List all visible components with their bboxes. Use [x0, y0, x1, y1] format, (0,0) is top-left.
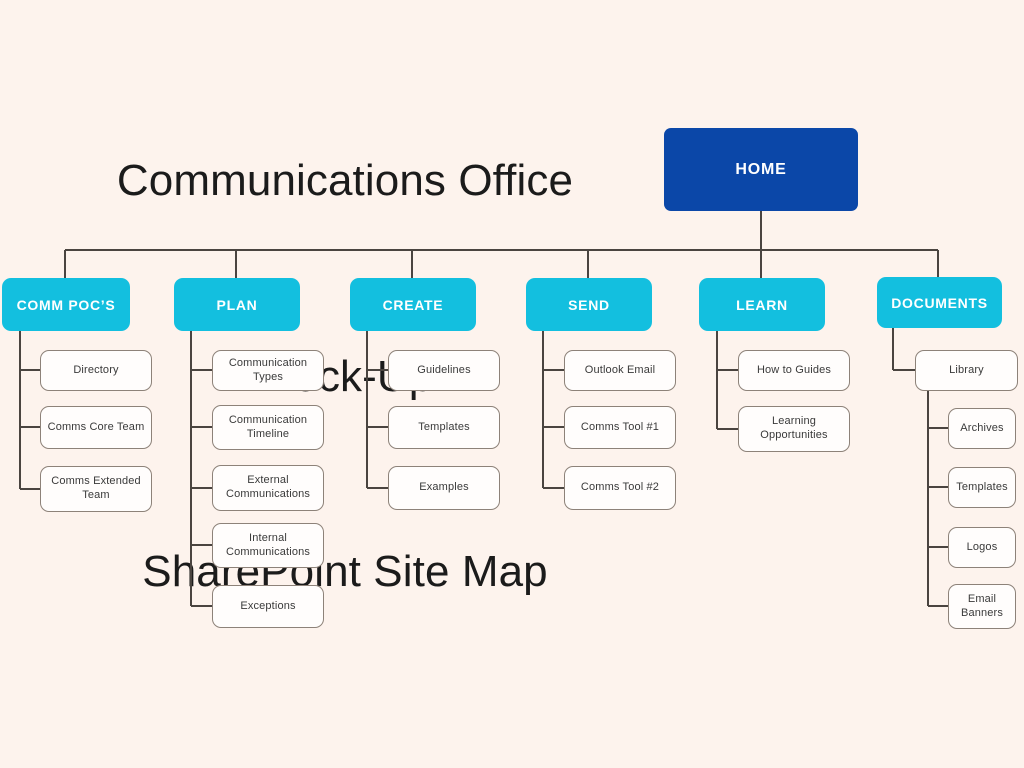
label-line-1: Communication: [228, 413, 308, 426]
node-create-label: CREATE: [382, 296, 444, 313]
node-guidelines-label: Guidelines: [417, 363, 471, 376]
node-communication-types-label: Communication Types: [228, 356, 308, 383]
node-guidelines[interactable]: Guidelines: [388, 350, 500, 391]
label-line-1: Learning: [771, 415, 816, 428]
node-templates-library[interactable]: Templates: [948, 467, 1016, 508]
label-line-1: Email: [967, 592, 997, 605]
label-line-2: Timeline: [246, 427, 290, 440]
node-comms-tool-1[interactable]: Comms Tool #1: [564, 406, 676, 449]
node-external-communications[interactable]: External Communications: [212, 465, 324, 511]
node-email-banners-label: Email Banners: [961, 593, 1003, 621]
node-home-label: HOME: [735, 160, 787, 178]
node-exceptions[interactable]: Exceptions: [212, 585, 324, 628]
label-line-2: Banners: [960, 606, 1004, 619]
node-examples[interactable]: Examples: [388, 466, 500, 510]
node-communication-types[interactable]: Communication Types: [212, 350, 324, 391]
node-examples-label: Examples: [419, 481, 469, 494]
node-create[interactable]: CREATE: [350, 278, 476, 331]
node-comms-extended-team-label: Comms Extended Team: [51, 475, 141, 503]
node-comms-extended-team[interactable]: Comms Extended Team: [40, 466, 152, 512]
node-directory-label: Directory: [73, 363, 119, 376]
label-line-1: External: [247, 474, 289, 487]
node-plan[interactable]: PLAN: [174, 278, 300, 331]
label-line-2: Communications: [225, 545, 311, 558]
node-archives[interactable]: Archives: [948, 408, 1016, 449]
label-line-1: Internal: [249, 531, 287, 544]
node-comms-core-team[interactable]: Comms Core Team: [40, 406, 152, 449]
node-archives-label: Archives: [960, 421, 1004, 434]
node-home[interactable]: HOME: [664, 128, 858, 211]
node-templates-create[interactable]: Templates: [388, 406, 500, 449]
node-communication-timeline[interactable]: Communication Timeline: [212, 405, 324, 450]
node-internal-communications[interactable]: Internal Communications: [212, 523, 324, 568]
node-library-label: Library: [949, 363, 984, 376]
node-comms-tool-2-label: Comms Tool #2: [580, 481, 660, 494]
node-how-to-guides[interactable]: How to Guides: [738, 350, 850, 391]
node-internal-communications-label: Internal Communications: [226, 532, 310, 560]
node-communication-timeline-label: Communication Timeline: [229, 414, 307, 442]
node-send-label: SEND: [568, 296, 610, 313]
node-learn-label: LEARN: [736, 296, 788, 313]
node-comms-core-team-label: Comms Core Team: [47, 420, 145, 433]
node-outlook-email[interactable]: Outlook Email: [564, 350, 676, 391]
label-line-2: Team: [82, 489, 110, 501]
node-logos[interactable]: Logos: [948, 527, 1016, 568]
node-email-banners[interactable]: Email Banners: [948, 584, 1016, 629]
label-line-2: Communications: [225, 488, 311, 500]
node-directory[interactable]: Directory: [40, 350, 152, 391]
node-learning-opportunities[interactable]: Learning Opportunities: [738, 406, 850, 452]
node-send[interactable]: SEND: [526, 278, 652, 331]
label-line-2: Opportunities: [760, 429, 828, 441]
node-exceptions-label: Exceptions: [240, 599, 296, 612]
node-comms-tool-1-label: Comms Tool #1: [580, 420, 660, 433]
node-comms-tool-2[interactable]: Comms Tool #2: [564, 466, 676, 510]
node-templates-create-label: Templates: [418, 420, 470, 433]
node-comm-pocs-label: COMM POC’S: [16, 296, 116, 313]
node-documents-label: DOCUMENTS: [891, 294, 988, 311]
node-documents[interactable]: DOCUMENTS: [877, 277, 1002, 328]
node-library[interactable]: Library: [915, 350, 1018, 391]
node-learning-opportunities-label: Learning Opportunities: [760, 415, 827, 443]
node-external-communications-label: External Communications: [226, 474, 310, 502]
node-outlook-email-label: Outlook Email: [584, 363, 656, 376]
node-logos-label: Logos: [966, 540, 998, 553]
title-line-3: SharePoint Site Map: [142, 546, 548, 596]
node-how-to-guides-label: How to Guides: [756, 363, 832, 376]
label-line-1: Comms Extended: [51, 475, 141, 488]
node-learn[interactable]: LEARN: [699, 278, 825, 331]
node-plan-label: PLAN: [216, 296, 258, 313]
title-line-1: Communications Office: [116, 156, 574, 206]
node-templates-library-label: Templates: [956, 480, 1008, 493]
node-comm-pocs[interactable]: COMM POC’S: [2, 278, 130, 331]
